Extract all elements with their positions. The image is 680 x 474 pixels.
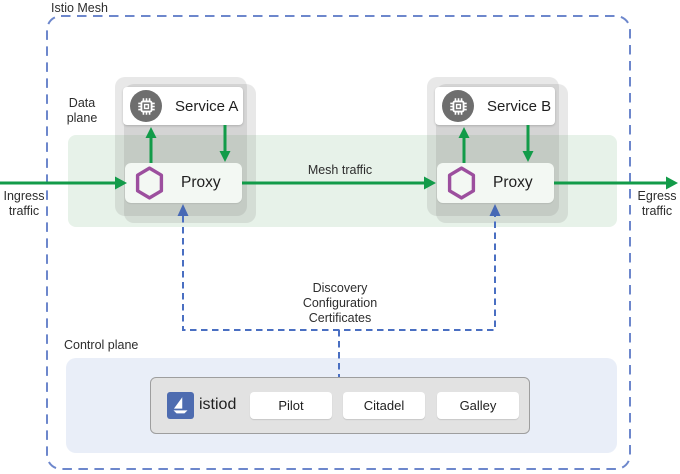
chip-icon [442,90,474,122]
istiod-label: istiod [199,396,237,413]
istiod-box: istiod Pilot Citadel Galley [150,377,530,434]
istio-mesh-label: Istio Mesh [51,1,108,15]
galley-component: Galley [437,392,519,419]
proxy-b-card: Proxy [437,163,554,203]
proxy-a-label: Proxy [181,174,221,191]
discovery-label: Discovery Configuration Certificates [302,281,378,325]
service-b-label: Service B [487,97,552,115]
service-a-label: Service A [175,97,239,115]
service-b-card: Service B [435,87,555,125]
sailboat-icon [167,392,194,419]
ingress-traffic-label: Ingress traffic [3,189,45,218]
pilot-component: Pilot [250,392,332,419]
service-a-card: Service A [123,87,243,125]
citadel-component: Citadel [343,392,425,419]
control-plane-label: Control plane [64,338,139,352]
data-plane-label: Data plane [66,96,98,125]
egress-traffic-label: Egress traffic [637,189,677,218]
mesh-traffic-label: Mesh traffic [307,163,373,177]
proxy-b-label: Proxy [493,174,533,191]
hexagon-icon [447,166,476,200]
proxy-a-card: Proxy [125,163,242,203]
chip-icon [130,90,162,122]
hexagon-icon [135,166,164,200]
